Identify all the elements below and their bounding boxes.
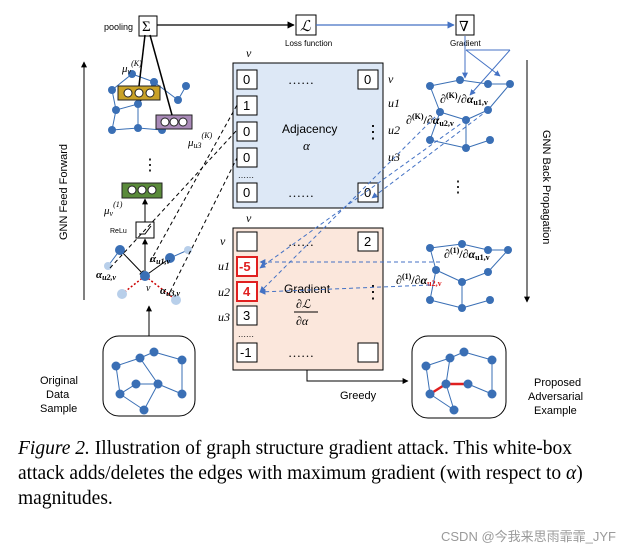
- original-sample-nodes: [111, 347, 187, 415]
- relu-label: ReLu: [110, 228, 127, 235]
- grad-h-dots-bottom: ……: [288, 345, 314, 360]
- adj-row-label-u3: u3: [388, 150, 400, 164]
- watermark: CSDN @今我来思雨霏霏_JYF: [441, 529, 616, 544]
- gradient-fraction-den: ∂α: [296, 314, 309, 328]
- proposed-label-3: Example: [534, 405, 577, 417]
- figure-caption: Figure 2. Illustration of graph structur…: [18, 436, 618, 511]
- back-prop-label: GNN Back Propagation: [540, 130, 552, 244]
- original-label-2: Data: [46, 389, 70, 401]
- adj-cell-1: 1: [243, 98, 250, 113]
- adj-top-right: 0: [364, 72, 371, 87]
- right-bottom-graph-nodes: [426, 240, 512, 312]
- loss-symbol: ℒ: [300, 19, 312, 35]
- grad-cell-4: -1: [240, 345, 252, 360]
- adjacency-top-v: v: [246, 46, 252, 60]
- gradient-cell-highlight-u1: [236, 256, 258, 277]
- center-v-label: v: [146, 283, 151, 294]
- adj-cell-3: 0: [243, 150, 250, 165]
- pool-line-2: [149, 34, 173, 116]
- adj-h-dots-bottom: ……: [288, 185, 314, 200]
- right-bottom-graph: [429, 243, 509, 309]
- figure-2-diagram: pooling Σ ℒ Loss function ∇ Gradient GNN…: [40, 14, 583, 419]
- gradient-links: [259, 109, 489, 295]
- pooling-label: pooling: [104, 22, 133, 32]
- grad-row-label-v: v: [220, 234, 226, 248]
- gradient-title: Gradient: [284, 282, 331, 296]
- gradient-symbol: ∇: [459, 20, 469, 35]
- gradient-fan-arrow: [469, 49, 511, 96]
- caption-text-1: Illustration of graph structure gradient…: [18, 438, 572, 484]
- adj-row-gap: ……: [238, 171, 254, 180]
- adj-cell-4: 0: [243, 185, 250, 200]
- adjacency-title: Adjacency: [282, 122, 337, 136]
- grad-cell-2: 4: [243, 284, 251, 299]
- gradient-fraction-num: ∂ℒ: [296, 297, 311, 311]
- greedy-arrow: [306, 370, 409, 384]
- adj-bottom-right: 0: [364, 185, 371, 200]
- adjacency-alpha: α: [303, 138, 311, 153]
- grad-cell-3: 3: [243, 308, 250, 323]
- gradient-top-v: v: [246, 211, 252, 225]
- gradient-box: [455, 14, 475, 36]
- original-sample-box: [102, 335, 196, 417]
- caption-label: Figure 2.: [18, 438, 90, 459]
- gradient-top-label: Gradient: [450, 39, 481, 48]
- mu-v-1-label: μv(1): [103, 200, 123, 218]
- adjacency-links: [109, 104, 238, 293]
- mu-u3-K-label: μu3(K): [187, 131, 213, 150]
- sum-box: [138, 15, 158, 37]
- right-vertical-dots: ⋮: [450, 179, 466, 196]
- adj-row-label-v: v: [388, 72, 394, 86]
- grad-row-label-u2: u2: [218, 285, 230, 299]
- grad-row-gap: ……: [238, 330, 254, 339]
- loss-function-label: Loss function: [285, 39, 332, 48]
- caption-text-2: ) magnitudes.: [18, 463, 583, 509]
- grad-v-dots: ⋮: [364, 282, 382, 302]
- original-label-1: Original: [40, 375, 78, 387]
- proposed-sample-nodes: [421, 347, 497, 415]
- original-label-3: Sample: [40, 403, 77, 415]
- proposed-label-2: Adversarial: [528, 391, 583, 403]
- gradient-fan-arrow: [465, 49, 501, 77]
- grad-row-label-u1: u1: [218, 259, 230, 273]
- adj-v-dots: ⋮: [364, 122, 382, 142]
- pool-line-1: [138, 34, 146, 87]
- dK-u1v-label: ∂(K)/∂αu1,v: [440, 91, 488, 107]
- left-vertical-dots: ⋮: [142, 157, 158, 174]
- proposed-label-1: Proposed: [534, 377, 581, 389]
- adj-row-label-u1: u1: [388, 96, 400, 110]
- grad-top-right: 2: [364, 234, 371, 249]
- alpha-u1v-label: αu1,v: [150, 253, 171, 266]
- adj-cell-0: 0: [243, 72, 250, 87]
- grad-row-label-u3: u3: [218, 310, 230, 324]
- grad-h-dots-top: ……: [288, 234, 314, 249]
- alpha-u2v-label: αu2,v: [96, 269, 117, 282]
- top-left-graph-nodes: [108, 70, 190, 134]
- adj-cell-2: 0: [243, 124, 250, 139]
- feed-forward-label: GNN Feed Forward: [58, 144, 70, 240]
- adj-h-dots-top: ……: [288, 72, 314, 87]
- caption-alpha: α: [566, 463, 577, 484]
- grad-cell-1: -5: [239, 259, 251, 274]
- adj-row-label-u2: u2: [388, 123, 400, 137]
- greedy-label: Greedy: [340, 390, 377, 402]
- gradient-cells: [236, 231, 379, 363]
- sum-symbol: Σ: [142, 19, 151, 35]
- gradient-cell-highlight-u2: [236, 281, 258, 302]
